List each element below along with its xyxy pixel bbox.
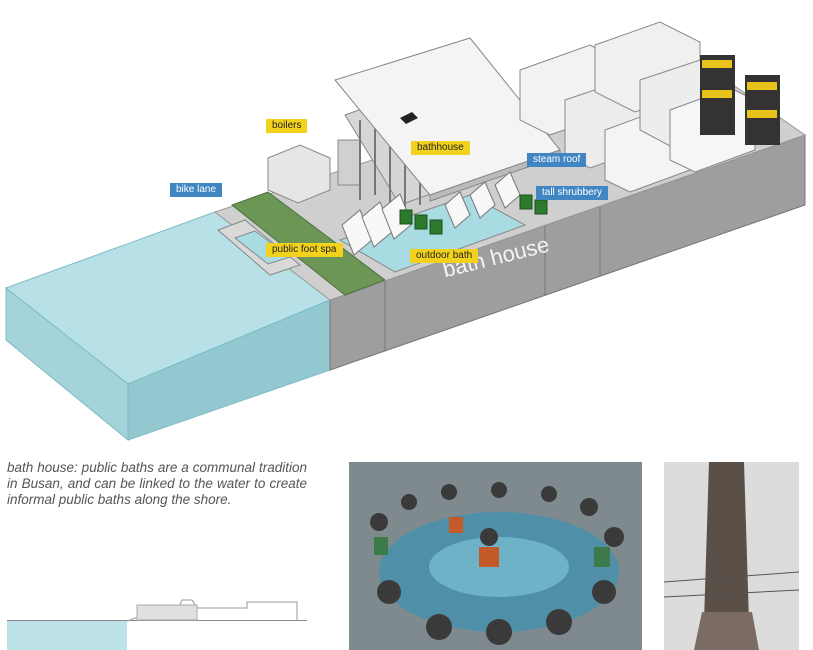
label-public-foot-spa: public foot spa (266, 243, 343, 257)
tall-shrubbery (399, 194, 548, 235)
label-tall-shrubbery: tall shrubbery (536, 186, 609, 200)
photo-public-bath (349, 462, 642, 650)
label-bike-lane: bike lane (170, 183, 223, 197)
label-outdoor-bath: outdoor bath (410, 249, 479, 263)
label-boilers: boilers (266, 119, 308, 133)
boiler-tank (337, 139, 361, 186)
label-bathhouse: bathhouse (411, 141, 470, 155)
car (400, 112, 418, 124)
shade-panels (341, 171, 521, 256)
boiler-house (267, 144, 331, 204)
label-steam-roof: steam roof (527, 153, 587, 167)
section-elevation (7, 599, 307, 650)
caption-text: bath house: public baths are a communal … (7, 460, 307, 507)
bath-house-isometric-diagram (4, 21, 807, 442)
construction-stacks (700, 55, 780, 145)
photo-chimney (664, 462, 799, 650)
